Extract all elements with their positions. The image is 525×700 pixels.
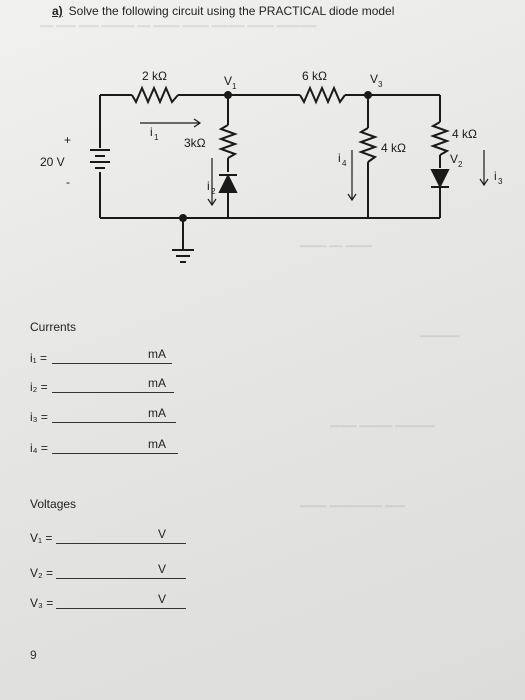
label-r-2k: 2 kΩ (142, 69, 167, 83)
answer-unit: mA (148, 406, 166, 420)
page-number: 9 (30, 648, 37, 662)
label-node-v2: V (450, 152, 458, 166)
label-current-i4-sub: 4 (342, 159, 347, 168)
answer-label: V₂ = (30, 566, 54, 580)
bleed-through-text: ━━ ━━━ ━━━ ━━━━━ ━━ ━━━━ ━━━━ ━━━━━ ━━━━… (40, 21, 317, 33)
circuit-diagram: 2 kΩ 6 kΩ 3kΩ 4 kΩ 4 kΩ 20 V + - V 1 V 3… (40, 69, 503, 263)
answer-unit: V (158, 592, 167, 606)
answer-row-v2: V₂ = V (30, 562, 230, 582)
label-node-v1: V (224, 74, 232, 88)
currents-title: Currents (30, 320, 77, 334)
answer-blank[interactable] (56, 608, 186, 609)
answer-blank[interactable] (52, 392, 174, 393)
label-source-minus: - (66, 175, 70, 189)
resistor-6k (299, 85, 346, 105)
current-arrow-i1-head (193, 118, 202, 128)
label-r-6k: 6 kΩ (302, 69, 327, 83)
part-label: a) (52, 4, 63, 18)
problem-header: a) Solve the following circuit using the … (52, 4, 394, 18)
answer-blank[interactable] (52, 363, 172, 364)
label-r-4k-mid: 4 kΩ (381, 141, 406, 155)
bleed-through-text: ━━━━ ━━━━━ ━━━━━━ (330, 421, 435, 433)
resistor-3k (218, 124, 238, 159)
answer-label: V₁ = (30, 531, 53, 545)
instruction-text: Solve the following circuit using the PR… (68, 4, 395, 18)
resistor-4k-right (430, 121, 450, 156)
answer-row-i1: i₁ = mA (30, 347, 230, 367)
label-current-i2: i (207, 179, 210, 193)
label-node-v2-sub: 2 (458, 160, 463, 169)
answer-label: i₄ = (30, 441, 48, 455)
answer-label: i₁ = (30, 351, 48, 365)
answer-unit: V (158, 562, 167, 576)
label-node-v3-sub: 3 (378, 80, 383, 89)
answer-row-v1: V₁ = V (30, 527, 230, 547)
label-current-i1-sub: 1 (154, 133, 159, 142)
answer-label: i₂ = (30, 380, 48, 394)
answer-unit: mA (148, 376, 166, 390)
bleed-through-text: ━━━━ ━━ ━━━━ (300, 241, 372, 253)
answer-blank[interactable] (52, 453, 178, 454)
voltages-title: Voltages (30, 497, 77, 511)
label-source-voltage: 20 V (40, 155, 65, 169)
label-node-v3: V (370, 72, 378, 86)
answer-row-i4: i₄ = mA (30, 437, 230, 457)
label-current-i2-sub: 2 (211, 187, 216, 196)
label-current-i3-sub: 3 (498, 177, 503, 186)
resistor-4k-mid (358, 127, 378, 163)
current-arrow-i2-head (207, 198, 217, 207)
answer-label: V₃ = (30, 596, 54, 610)
label-current-i1: i (150, 125, 153, 139)
label-r-4k-right: 4 kΩ (452, 127, 477, 141)
answer-row-v3: V₃ = V (30, 592, 230, 612)
answer-unit: mA (148, 347, 166, 361)
diode-1 (218, 173, 238, 193)
current-arrow-i3-head (479, 178, 489, 187)
answer-blank[interactable] (56, 578, 186, 579)
current-arrow-i4-head (347, 193, 357, 202)
label-r-3k: 3kΩ (184, 136, 206, 150)
label-source-plus: + (64, 133, 71, 147)
bleed-through-text: ━━━━ ━━━━━━━━ ━━━ (300, 501, 405, 513)
answer-label: i₃ = (30, 410, 48, 424)
bleed-through-text: ━━━━━━ (420, 331, 460, 343)
answer-row-i2: i₂ = mA (30, 376, 230, 396)
label-current-i4: i (338, 151, 341, 165)
diode-2 (430, 169, 450, 189)
label-current-i3: i (494, 169, 497, 183)
label-node-v1-sub: 1 (232, 82, 237, 91)
answer-unit: V (158, 527, 167, 541)
resistor-2k (131, 85, 179, 105)
answer-blank[interactable] (52, 422, 176, 423)
answer-blank[interactable] (56, 543, 186, 544)
answer-row-i3: i₃ = mA (30, 406, 230, 426)
answer-unit: mA (148, 437, 166, 451)
